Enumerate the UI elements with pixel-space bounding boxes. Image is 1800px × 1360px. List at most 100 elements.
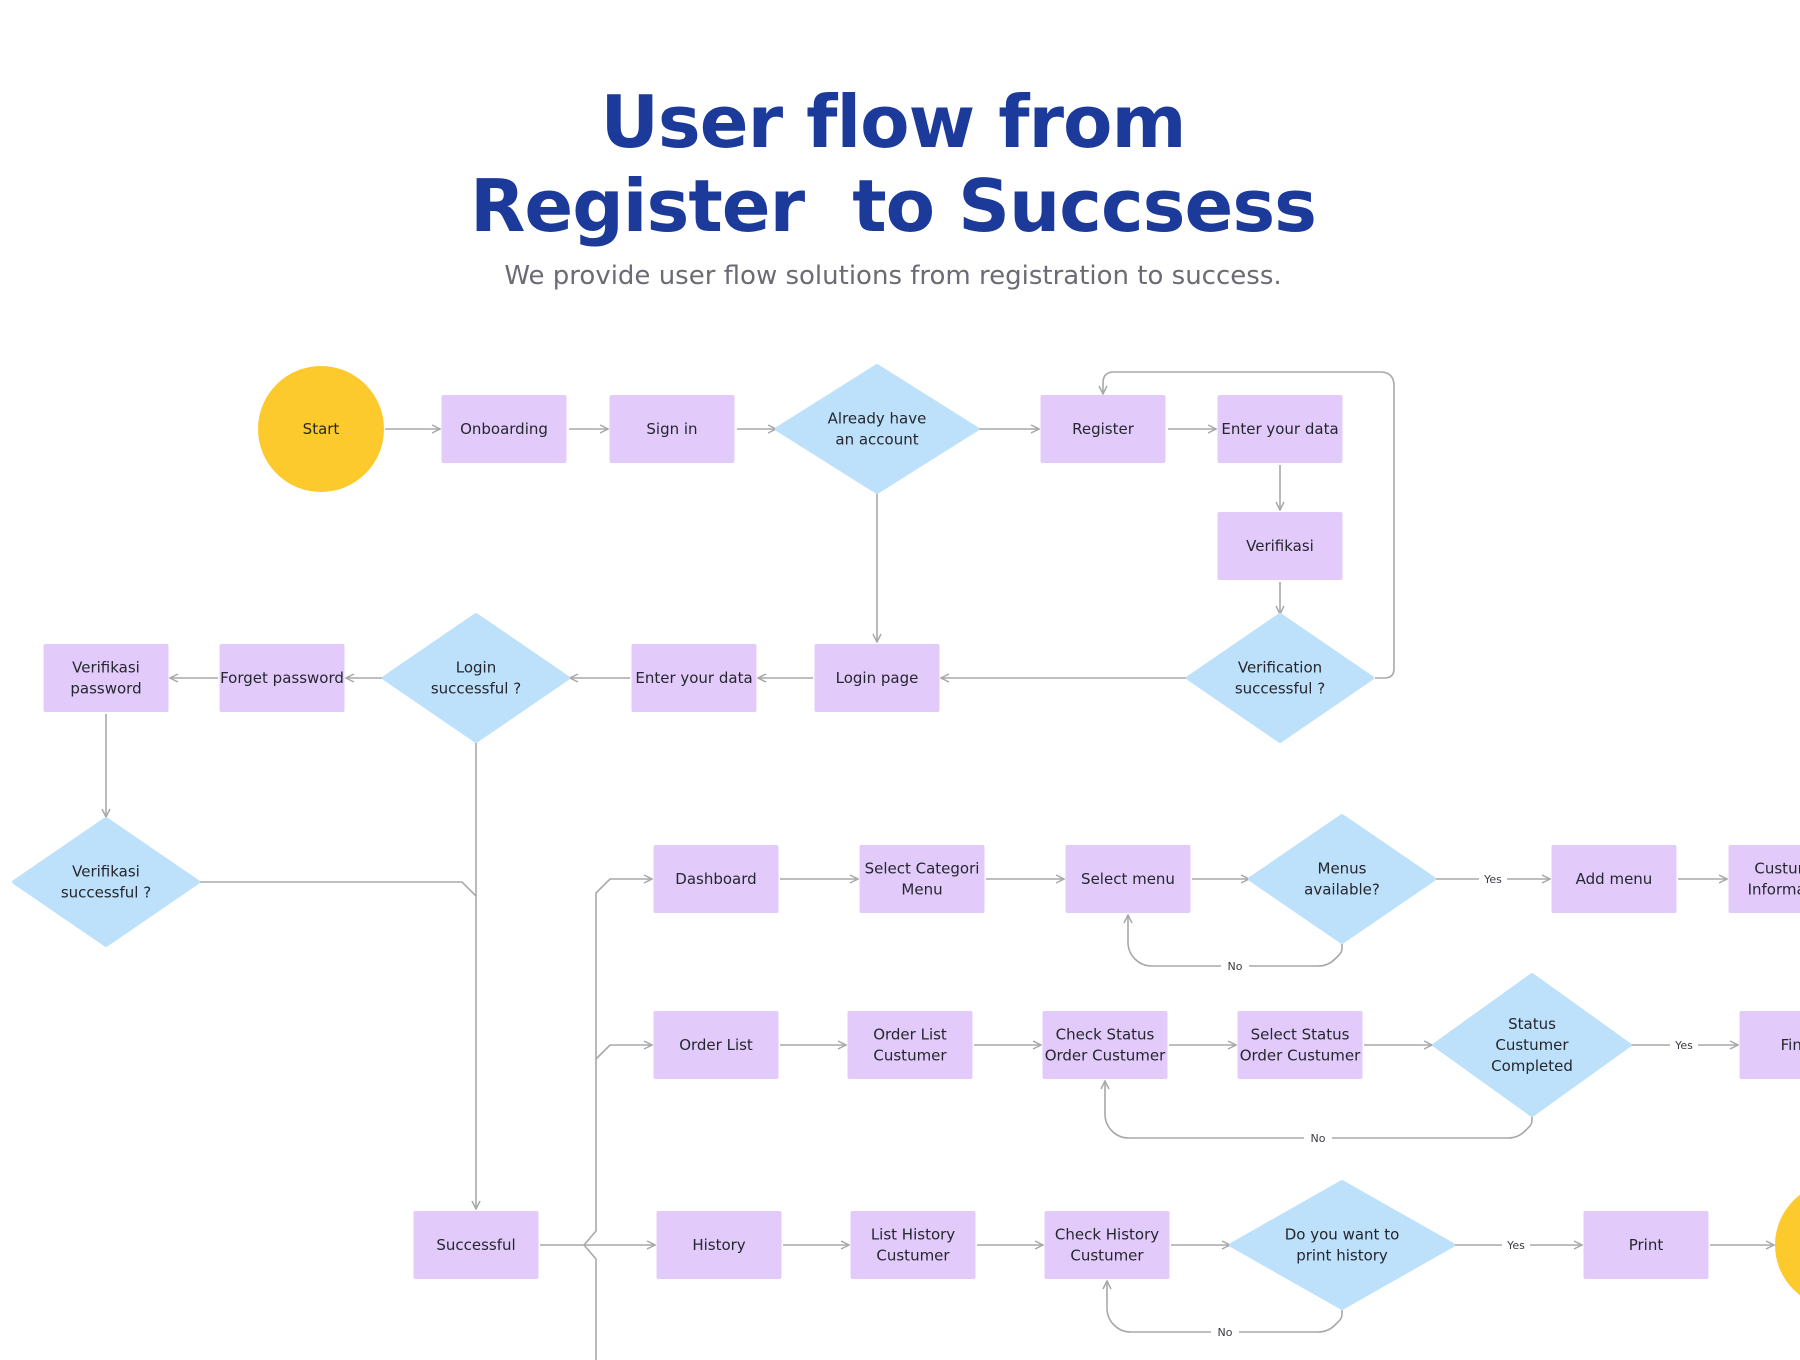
forget-password-node: Forget password	[219, 644, 345, 712]
add-menu-node: Add menu	[1551, 845, 1677, 913]
sign-in-box	[609, 395, 735, 463]
check-history-label: Custumer	[1070, 1247, 1144, 1265]
verifikasi-successful-to-merge	[200, 881, 477, 897]
onboarding-label: Onboarding	[460, 420, 548, 438]
custumer-information-box	[1728, 845, 1800, 913]
verification-successful-label: successful ?	[1235, 680, 1325, 698]
title-line-2: Register to Succsess	[469, 164, 1317, 248]
order-list-custumer-label: Custumer	[873, 1047, 947, 1065]
register-node: Register	[1040, 395, 1166, 463]
print-no-label: No	[1218, 1326, 1233, 1339]
print-history-label: Do you want to	[1285, 1226, 1400, 1244]
forget-password-box	[219, 644, 345, 712]
finish-label: Finish	[1781, 1036, 1800, 1054]
dashboard-box	[653, 845, 779, 913]
select-status-order-label: Order Custumer	[1240, 1047, 1361, 1065]
menus-yes-label-bg	[1479, 870, 1507, 886]
connectors	[106, 371, 1774, 1360]
print-no-loop	[1107, 1281, 1343, 1333]
status-no-label-bg	[1304, 1129, 1332, 1145]
branch-to-orderlist	[595, 1045, 652, 1060]
list-history-box	[850, 1211, 976, 1279]
enter-data-1-label: Enter your data	[1221, 420, 1338, 438]
enter-data-2-node: Enter your data	[631, 644, 757, 712]
select-menu-node: Select menu	[1065, 845, 1191, 913]
verifikasi-password-box	[43, 644, 169, 712]
login-successful-diamond	[382, 613, 570, 743]
list-history-label: Custumer	[876, 1247, 950, 1265]
check-status-order-label: Check Status	[1056, 1026, 1155, 1044]
branch-down	[583, 1244, 597, 1360]
print-node: Print	[1583, 1211, 1709, 1279]
history-label: History	[692, 1236, 745, 1254]
verifikasi-node: Verifikasi	[1217, 512, 1343, 580]
page-title: User flow from Register to Succsess	[0, 80, 1786, 248]
history-node: History	[656, 1211, 782, 1279]
successful-label: Successful	[436, 1236, 515, 1254]
check-status-order-box	[1042, 1011, 1168, 1079]
select-categori-menu-label: Select Categori	[865, 860, 980, 878]
verifikasi-successful-node: Verifikasi successful ?	[12, 817, 200, 947]
print-history-diamond	[1229, 1180, 1455, 1310]
select-menu-label: Select menu	[1081, 870, 1175, 888]
print-box	[1583, 1211, 1709, 1279]
menus-yes-label: Yes	[1483, 873, 1502, 886]
status-no-loop	[1105, 1081, 1533, 1139]
start-label: Start	[303, 420, 340, 438]
menus-available-node: Menus available?	[1248, 814, 1436, 944]
menus-available-label: available?	[1304, 881, 1380, 899]
menus-no-label-bg	[1221, 957, 1249, 973]
page-subtitle: We provide user flow solutions from regi…	[504, 261, 1282, 291]
verifikasi-successful-diamond	[12, 817, 200, 947]
login-page-box	[814, 644, 940, 712]
custumer-information-label: Custumer	[1754, 860, 1800, 878]
login-page-node: Login page	[814, 644, 940, 712]
verification-successful-diamond	[1186, 613, 1374, 743]
print-no-label-bg	[1211, 1323, 1239, 1339]
already-account-label: an account	[835, 431, 918, 449]
verifikasi-successful-label: successful ?	[61, 884, 151, 902]
enter-data-1-box	[1217, 395, 1343, 463]
select-menu-box	[1065, 845, 1191, 913]
onboarding-node: Onboarding	[441, 395, 567, 463]
end-node	[1775, 1194, 1800, 1296]
status-completed-label: Custumer	[1495, 1036, 1569, 1054]
menus-no-label: No	[1228, 960, 1243, 973]
successful-node: Successful	[413, 1211, 539, 1279]
enter-data-1-node: Enter your data	[1217, 395, 1343, 463]
already-account-label: Already have	[828, 410, 927, 428]
select-categori-menu-box	[859, 845, 985, 913]
login-successful-label: Login	[456, 659, 496, 677]
order-list-label: Order List	[679, 1036, 753, 1054]
menus-available-label: Menus	[1318, 860, 1367, 878]
start-circle	[258, 366, 384, 492]
add-menu-label: Add menu	[1576, 870, 1653, 888]
enter-data-2-label: Enter your data	[635, 669, 752, 687]
finish-node: Finish	[1739, 1011, 1800, 1079]
successful-box	[413, 1211, 539, 1279]
verifikasi-label: Verifikasi	[1246, 537, 1314, 555]
login-successful-label: successful ?	[431, 680, 521, 698]
menus-available-diamond	[1248, 814, 1436, 944]
select-status-order-box	[1237, 1011, 1363, 1079]
login-page-label: Login page	[836, 669, 919, 687]
dashboard-node: Dashboard	[653, 845, 779, 913]
forget-password-label: Forget password	[220, 669, 344, 687]
status-yes-label-bg	[1670, 1036, 1698, 1052]
verifikasi-successful-label: Verifikasi	[72, 863, 140, 881]
check-history-box	[1044, 1211, 1170, 1279]
add-menu-box	[1551, 845, 1677, 913]
status-no-label: No	[1311, 1132, 1326, 1145]
already-account-diamond	[775, 364, 979, 494]
status-completed-diamond	[1432, 973, 1632, 1117]
menus-no-loop	[1128, 915, 1343, 967]
